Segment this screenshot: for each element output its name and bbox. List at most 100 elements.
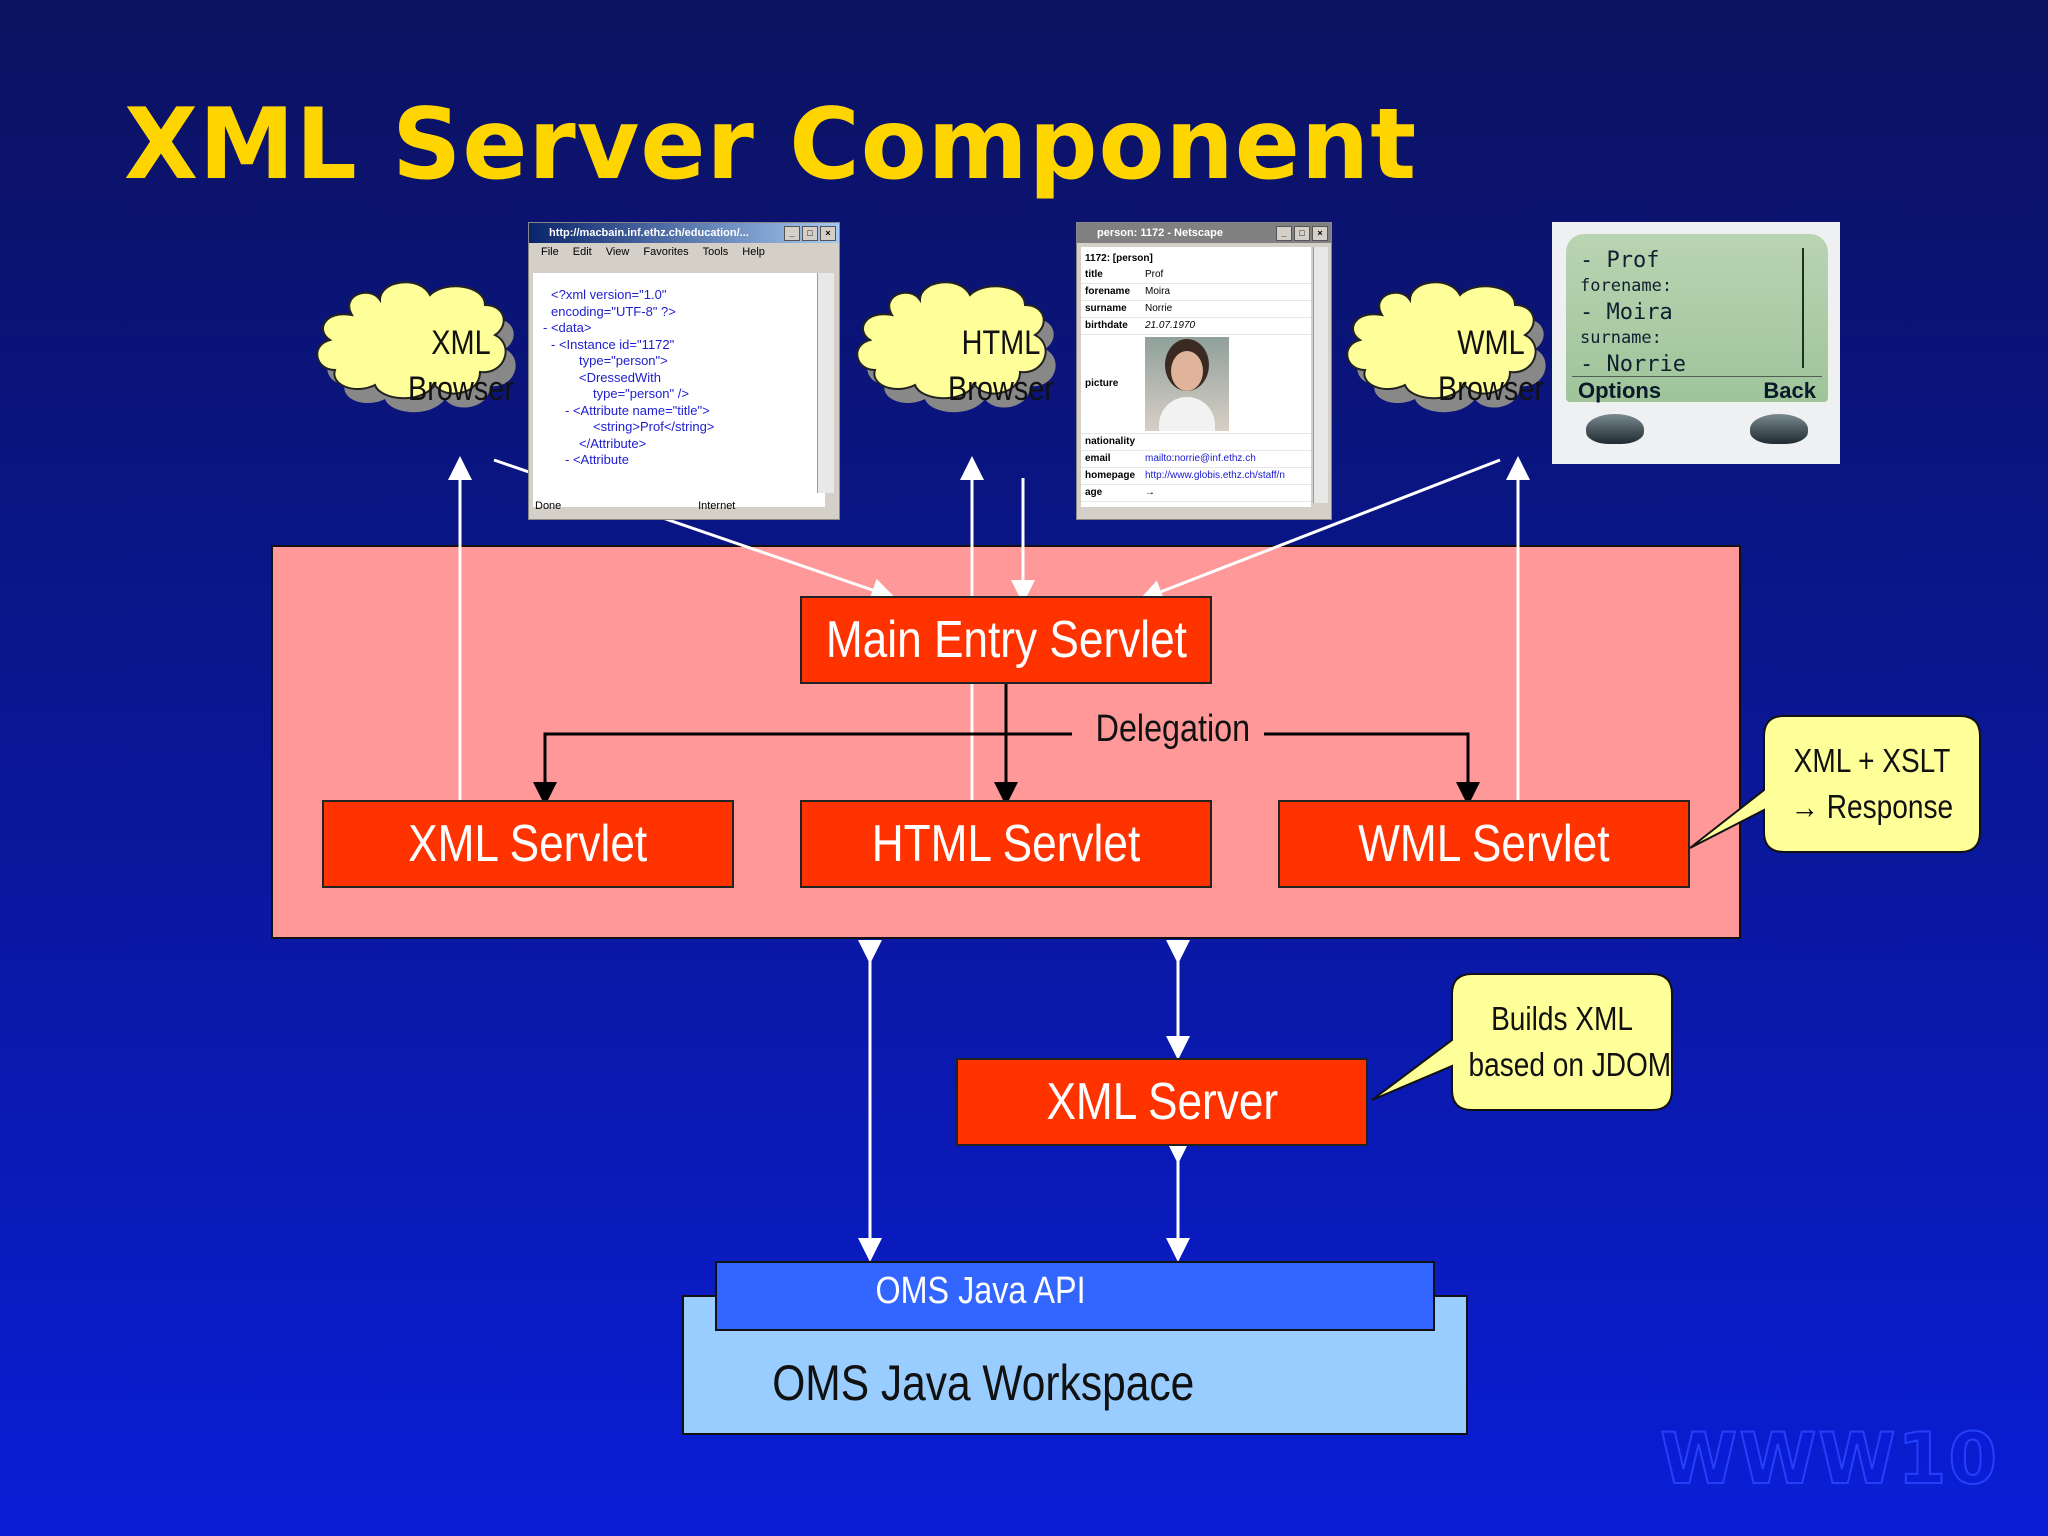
arrow-wml-request <box>1138 458 1501 603</box>
status-internet: Internet <box>698 500 736 512</box>
menu-tools[interactable]: Tools <box>702 246 729 258</box>
person-row: age → <box>1081 485 1311 502</box>
xml-window-scrollbar[interactable] <box>817 273 834 493</box>
menu-help[interactable]: Help <box>742 246 765 258</box>
xml-line: - <Attribute name="title"> <box>565 402 710 418</box>
status-done: Done <box>535 500 562 512</box>
phone-screen: - Prof forename: - Moira surname: - Norr… <box>1566 234 1828 403</box>
wml-servlet: WML Servlet <box>1278 800 1690 888</box>
page-title: XML Server Component <box>124 88 1418 202</box>
callout-response-line1: XML + XSLT <box>1793 742 1951 779</box>
cloud-wml-browser <box>1346 281 1546 413</box>
cloud-xml-line2: Browser <box>407 370 514 408</box>
softkey-options[interactable]: Options <box>1578 378 1662 403</box>
maximize-icon[interactable]: □ <box>1294 226 1310 241</box>
xml-line: <string>Prof</string> <box>593 419 715 434</box>
www10-logo: WWW10 <box>1659 1417 2000 1501</box>
softkey-back[interactable]: Back <box>1763 378 1816 403</box>
menu-edit[interactable]: Edit <box>572 246 592 258</box>
xml-window-statusbar: Done Internet <box>535 497 835 515</box>
email-link[interactable]: mailto:norrie@inf.ethz.ch <box>1145 453 1256 464</box>
row-key: email <box>1085 453 1111 464</box>
homepage-link[interactable]: http://www.globis.ethz.ch/staff/n <box>1145 470 1285 481</box>
xml-line: - <data> <box>543 320 592 335</box>
cloud-wml-line2: Browser <box>1437 370 1544 408</box>
cloud-xml-browser <box>316 281 516 413</box>
menu-view[interactable]: View <box>605 246 630 258</box>
xml-line: encoding="UTF-8" ?> <box>551 303 676 319</box>
xml-window-title: http://macbain.inf.ethz.ch/education/... <box>549 227 749 239</box>
html-window-title: person: 1172 - Netscape <box>1097 227 1223 239</box>
row-key: nationality <box>1085 436 1136 447</box>
person-row: forename Moira <box>1081 284 1311 301</box>
person-header: 1172: [person] <box>1085 253 1153 264</box>
row-key: homepage <box>1085 470 1136 481</box>
phone-line: - Prof <box>1580 248 1660 273</box>
callout-jdom-text: Builds XML based on JDOM <box>1469 996 1672 1088</box>
portrait-photo <box>1145 337 1229 431</box>
phone-line: - Moira <box>1580 300 1673 325</box>
close-icon[interactable]: × <box>1312 226 1328 241</box>
xml-line: - <Instance id="1172" <box>551 336 675 352</box>
xml-line: type="person"> <box>579 353 668 368</box>
maximize-icon[interactable]: □ <box>802 226 818 241</box>
phone-line: forename: <box>1580 276 1673 296</box>
xml-line: <DressedWith <box>579 369 661 385</box>
html-window-scrollbar[interactable] <box>1313 247 1328 503</box>
cloud-xml-label: XML Browser <box>397 320 525 412</box>
row-key: birthdate <box>1085 320 1128 331</box>
xml-line: - <Attribute <box>565 452 629 467</box>
minimize-icon[interactable]: _ <box>1276 226 1292 241</box>
delegation-label: Delegation <box>1095 708 1251 750</box>
right-softkey-button[interactable] <box>1750 414 1808 444</box>
person-row: email mailto:norrie@inf.ethz.ch <box>1081 451 1311 468</box>
close-icon[interactable]: × <box>820 226 836 241</box>
left-softkey-button[interactable] <box>1586 414 1644 444</box>
xml-window-titlebar: http://macbain.inf.ethz.ch/education/...… <box>529 223 839 243</box>
age-arrow-icon[interactable]: → <box>1145 487 1155 498</box>
xml-browser-window: http://macbain.inf.ethz.ch/education/...… <box>528 222 840 520</box>
cloud-wml-label: WML Browser <box>1427 320 1555 412</box>
person-row: nationality <box>1081 434 1311 451</box>
cloud-wml-line1: WML <box>1457 324 1525 362</box>
html-browser-window: person: 1172 - Netscape _□× 1172: [perso… <box>1076 222 1332 520</box>
main-entry-servlet: Main Entry Servlet <box>800 596 1212 684</box>
row-value: Moira <box>1145 286 1171 297</box>
person-row: title Prof <box>1081 267 1311 284</box>
main-entry-servlet-label: Main Entry Servlet <box>825 611 1187 669</box>
xml-server: XML Server <box>956 1058 1368 1146</box>
html-servlet-label: HTML Servlet <box>871 815 1141 873</box>
cloud-html-browser <box>856 281 1056 413</box>
xml-window-menubar: File Edit View Favorites Tools Help <box>529 243 839 261</box>
html-window-titlebar: person: 1172 - Netscape _□× <box>1077 223 1331 243</box>
xml-servlet-label: XML Servlet <box>408 815 648 873</box>
row-key: forename <box>1085 286 1131 297</box>
callout-response-line2: → Response <box>1790 788 1954 825</box>
person-row: birthdate 21.07.1970 <box>1081 318 1311 335</box>
row-key: age <box>1085 487 1103 498</box>
wml-servlet-label: WML Servlet <box>1358 815 1610 873</box>
xml-server-label: XML Server <box>1046 1073 1278 1131</box>
oms-workspace-label: OMS Java Workspace <box>772 1355 1194 1411</box>
xml-window-content: <?xml version="1.0" encoding="UTF-8" ?> … <box>533 273 825 507</box>
phone-line: surname: <box>1580 328 1662 348</box>
callout-response <box>1689 715 1981 853</box>
cloud-xml-line1: XML <box>431 324 491 362</box>
row-value: Prof <box>1145 269 1164 280</box>
person-row-picture: picture <box>1081 335 1311 434</box>
xml-line: </Attribute> <box>579 435 647 451</box>
row-key: surname <box>1085 303 1127 314</box>
row-value: 21.07.1970 <box>1145 320 1196 331</box>
row-key: picture <box>1085 378 1119 389</box>
oms-api-box <box>715 1261 1435 1331</box>
html-servlet: HTML Servlet <box>800 800 1212 888</box>
row-key: title <box>1085 269 1103 280</box>
xml-line: <?xml version="1.0" <box>551 287 667 302</box>
menu-favorites[interactable]: Favorites <box>643 246 689 258</box>
person-row: homepage http://www.globis.ethz.ch/staff/… <box>1081 468 1311 485</box>
minimize-icon[interactable]: _ <box>784 226 800 241</box>
callout-response-text: XML + XSLT → Response <box>1780 738 1964 830</box>
menu-file[interactable]: File <box>541 246 559 258</box>
